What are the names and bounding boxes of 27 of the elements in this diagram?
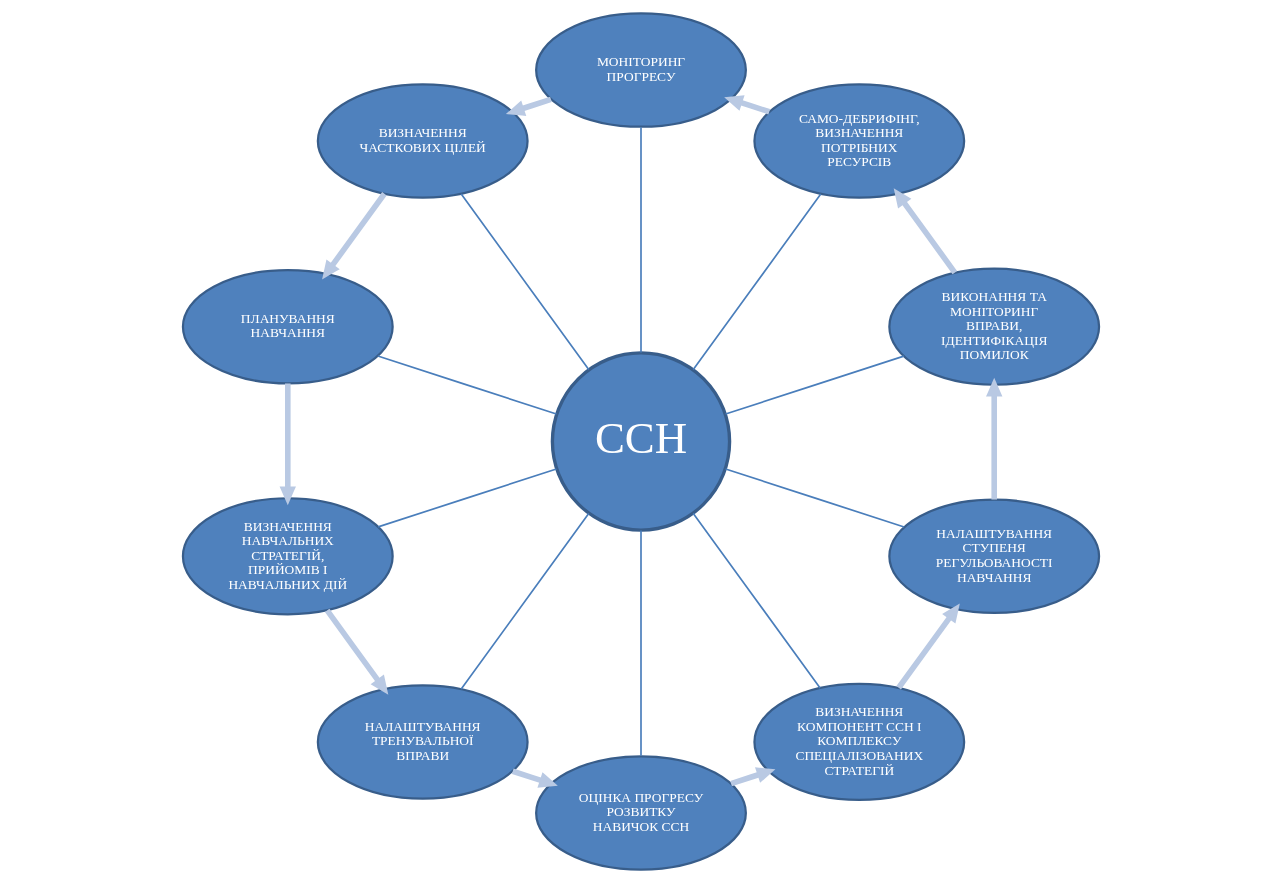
arrow — [511, 768, 558, 788]
node-ellipse: ВИЗНАЧЕННЯ НАВЧАЛЬНИХ СТРАТЕГІЙ, ПРИЙОМІВ І НАВЧАЛЬНИХ ДІЙ — [181, 496, 394, 615]
connector — [692, 192, 822, 370]
arrow — [324, 608, 389, 695]
node-ellipse: НАЛАШТУВАННЯ СТУПЕНЯ РЕГУЛЬОВАНОСТІ НАВЧАННЯ — [888, 498, 1101, 614]
connector — [724, 467, 905, 528]
node-circle: ССН — [550, 350, 732, 532]
arrow — [986, 377, 1003, 500]
arrow — [279, 382, 296, 505]
node-ellipse: ПЛАНУВАННЯ НАВЧАННЯ — [181, 268, 394, 384]
arrow — [724, 94, 771, 114]
node-ellipse: ВИКОНАННЯ ТА МОНІТОРИНГ ВПРАВИ, ІДЕНТИФІКАЦІЯ ПОМИЛОК — [888, 267, 1101, 386]
node-ellipse: САМО-ДЕБРИФІНГ, ВИЗНАЧЕННЯ ПОТРІБНИХ РЕСУРСІВ — [753, 82, 966, 199]
connector — [460, 192, 590, 370]
connector — [460, 512, 590, 690]
arrow — [505, 96, 552, 116]
connector — [377, 467, 558, 528]
connector — [724, 354, 905, 415]
arrow — [896, 603, 960, 689]
connector — [377, 354, 558, 415]
arrow — [893, 187, 958, 274]
arrow — [730, 766, 776, 786]
arrow — [322, 191, 387, 280]
connector — [640, 529, 642, 757]
connector — [640, 125, 642, 353]
connector — [692, 512, 821, 689]
node-ellipse: НАЛАШТУВАННЯ ТРЕНУВАЛЬНОЇ ВПРАВИ — [316, 683, 529, 800]
